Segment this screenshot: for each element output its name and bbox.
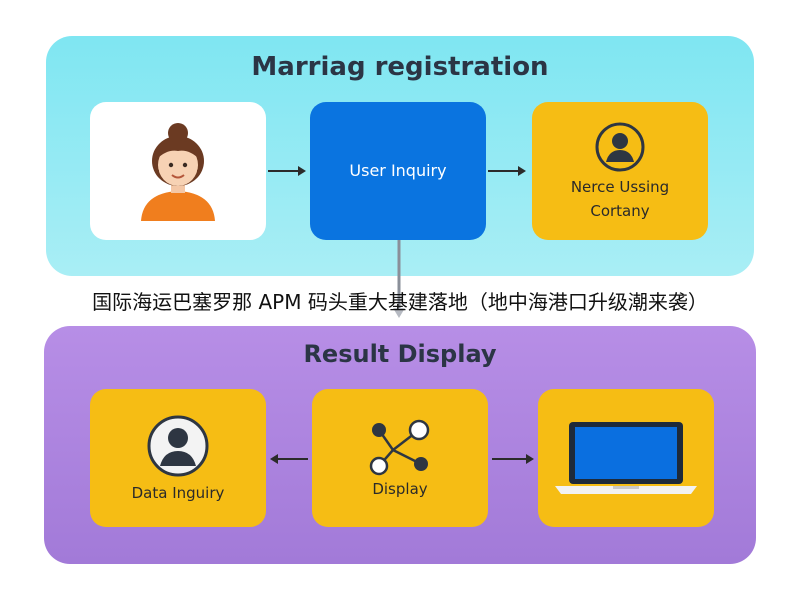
panel-title: Result Display bbox=[303, 340, 497, 368]
user-circle-icon bbox=[595, 122, 645, 172]
marriage-registration-panel: Marriag registration bbox=[46, 36, 754, 276]
arrow-right-icon bbox=[492, 454, 534, 464]
display-label: Display bbox=[372, 480, 428, 498]
cortana-label-line2: Cortany bbox=[590, 202, 650, 220]
person-card bbox=[90, 102, 266, 240]
user-inquiry-card: User Inquiry bbox=[310, 102, 486, 240]
cortana-card: Nerce Ussing Cortany bbox=[532, 102, 708, 240]
display-card: Display bbox=[312, 389, 488, 527]
result-display-panel: Result Display Data Inguiry Display bbox=[44, 326, 756, 564]
panel-title: Marriag registration bbox=[251, 52, 549, 82]
laptop-card bbox=[538, 389, 714, 527]
data-inquiry-label: Data Inguiry bbox=[131, 484, 225, 502]
woman-avatar-icon bbox=[141, 123, 215, 221]
data-inquiry-card: Data Inguiry bbox=[90, 389, 266, 527]
arrow-down-icon bbox=[393, 240, 405, 318]
cortana-label-line1: Nerce Ussing bbox=[570, 178, 670, 196]
overlay-caption: 国际海运巴塞罗那 APM 码头重大基建落地（地中海港口升级潮来袭） bbox=[92, 290, 708, 314]
node-graph-icon bbox=[369, 419, 430, 476]
laptop-icon bbox=[555, 422, 697, 494]
arrow-left-icon bbox=[270, 454, 308, 464]
arrow-right-icon bbox=[268, 166, 306, 176]
user-inquiry-label: User Inquiry bbox=[349, 161, 447, 180]
user-circle-icon bbox=[147, 415, 209, 477]
arrow-right-icon bbox=[488, 166, 526, 176]
